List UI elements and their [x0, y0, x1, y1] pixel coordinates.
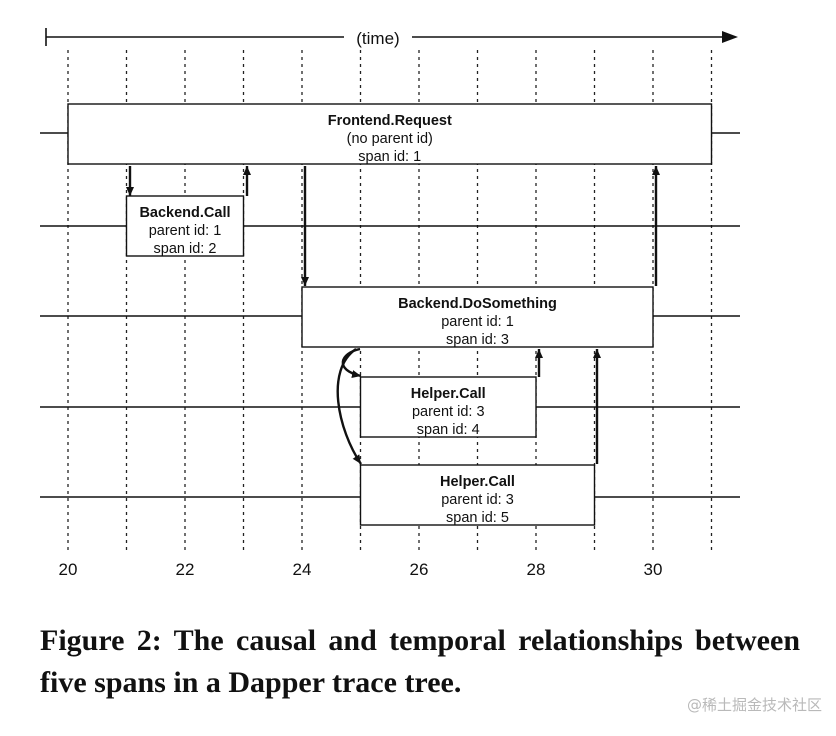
span-box-frame	[359, 464, 596, 526]
span-id: span id: 3	[446, 332, 509, 348]
span-boxes: Frontend.Request (no parent id) span id: 1…	[67, 103, 713, 526]
span-name: Helper.Call	[440, 474, 515, 490]
watermark: @稀土掘金技术社区	[686, 696, 822, 714]
span-box-3: Backend.DoSomething parent id: 1 span id: …	[301, 286, 654, 348]
time-axis-arrowhead	[722, 31, 738, 43]
tick-label-28: 28	[527, 560, 546, 579]
span-parent-id: parent id: 3	[412, 404, 485, 420]
span-id: span id: 2	[154, 241, 217, 257]
tick-label-22: 22	[176, 560, 195, 579]
figure-caption: Figure 2: The causal and temporal relati…	[40, 624, 800, 699]
call-arrows	[126, 166, 660, 465]
span-box-1: Frontend.Request (no parent id) span id: 1	[67, 103, 713, 165]
span-id: span id: 4	[417, 422, 480, 438]
span-parent-id: parent id: 1	[149, 223, 222, 239]
span-parent-id: parent id: 3	[441, 492, 514, 508]
time-axis-label: (time)	[356, 29, 399, 48]
span-box-frame	[359, 376, 537, 438]
span-box-4: Helper.Call parent id: 3 span id: 4	[359, 376, 537, 438]
span-id: span id: 1	[358, 149, 421, 165]
span-parent-id: (no parent id)	[347, 131, 433, 147]
span-name: Helper.Call	[411, 386, 486, 402]
tick-label-26: 26	[410, 560, 429, 579]
tick-label-20: 20	[59, 560, 78, 579]
span-box-frame	[125, 195, 245, 257]
span-name: Frontend.Request	[328, 113, 452, 129]
time-tick-labels: 20 22 24 26 28 30	[59, 560, 663, 579]
tick-label-24: 24	[293, 560, 312, 579]
span-name: Backend.DoSomething	[398, 296, 557, 312]
time-axis: (time)	[45, 28, 738, 48]
span-box-frame	[301, 286, 654, 348]
span-box-5: Helper.Call parent id: 3 span id: 5	[359, 464, 596, 526]
span-box-frame	[67, 103, 713, 165]
span-name: Backend.Call	[139, 205, 230, 221]
trace-timeline-diagram: (time) Frontend.Request (no parent id) spa…	[40, 28, 740, 579]
tick-label-30: 30	[644, 560, 663, 579]
arrow-dosomething-to-helper-5	[336, 348, 362, 465]
span-parent-id: parent id: 1	[441, 314, 514, 330]
span-box-2: Backend.Call parent id: 1 span id: 2	[125, 195, 245, 257]
span-id: span id: 5	[446, 510, 509, 526]
